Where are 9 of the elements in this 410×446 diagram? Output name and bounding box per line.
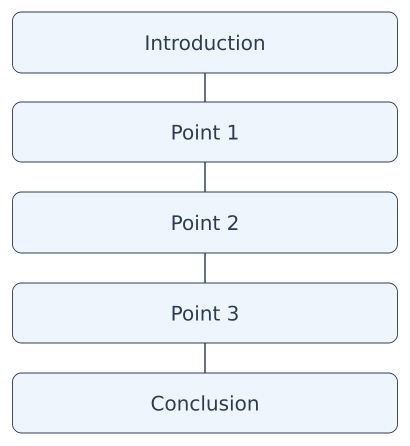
connector-line xyxy=(204,343,206,373)
connector-line xyxy=(204,73,206,102)
process-box: Conclusion xyxy=(12,372,398,434)
process-box: Point 1 xyxy=(12,102,398,162)
process-box: Point 3 xyxy=(12,282,398,344)
connector-line xyxy=(204,162,206,192)
process-box: Point 2 xyxy=(12,192,398,254)
connector-line xyxy=(204,253,206,283)
process-box: Introduction xyxy=(12,12,398,74)
